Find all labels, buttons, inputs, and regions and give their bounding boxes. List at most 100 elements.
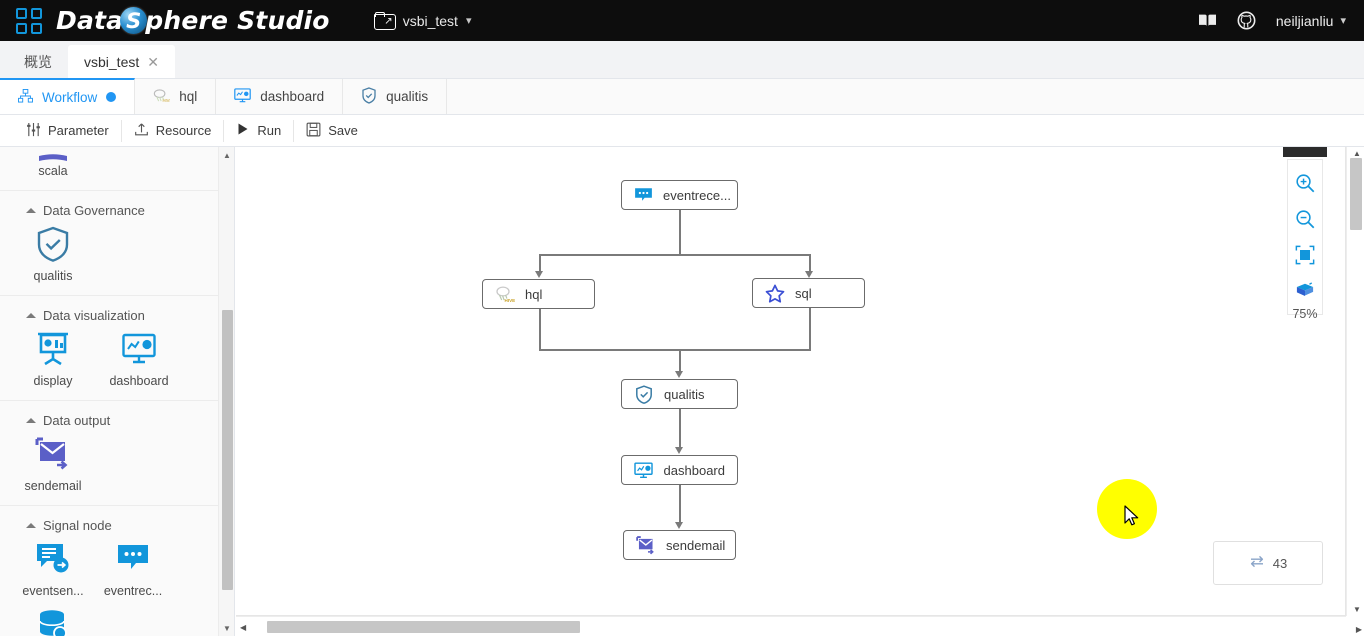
palette-item-dashboard[interactable]: dashboard xyxy=(104,331,174,388)
workflow-icon xyxy=(18,88,33,106)
tab-qualitis[interactable]: qualitis xyxy=(343,79,448,114)
scroll-left-arrow-icon[interactable]: ◀ xyxy=(240,623,247,632)
brand-suffix: phere Studio xyxy=(145,6,330,35)
grid-logo-icon[interactable] xyxy=(16,7,42,34)
node-label: dashboard xyxy=(663,462,725,478)
palette-item-eventreceive[interactable]: eventrec... xyxy=(98,541,168,598)
scroll-down-arrow-icon[interactable]: ▼ xyxy=(223,623,231,633)
workflow-canvas[interactable]: eventrece... HIVE hql sql qualitis xyxy=(236,147,1346,616)
button-label: Run xyxy=(257,123,282,138)
tab-dashboard[interactable]: dashboard xyxy=(216,79,344,114)
palette-group-header[interactable]: Signal node xyxy=(0,506,234,541)
event-send-icon xyxy=(35,541,71,577)
event-receive-icon xyxy=(115,541,151,577)
arrow-to-hql-icon xyxy=(535,271,543,278)
user-menu[interactable]: neiljianliu ▾ xyxy=(1276,13,1346,29)
chevron-down-icon: ▾ xyxy=(465,15,472,27)
canvas-tool-column xyxy=(1287,159,1323,315)
chevron-up-icon xyxy=(26,313,36,318)
workflow-node-eventreceive[interactable]: eventrece... xyxy=(621,180,738,210)
palette-item-datacheck[interactable]: datachec... xyxy=(18,608,88,636)
event-receive-icon xyxy=(634,185,653,205)
canvas-horizontal-scroll-thumb[interactable] xyxy=(267,621,580,633)
workflow-canvas-area[interactable]: eventrece... HIVE hql sql qualitis xyxy=(236,147,1364,636)
canvas-horizontal-scrollbar[interactable]: ◀ xyxy=(236,616,1346,636)
arrow-to-dashboard-icon xyxy=(675,447,683,454)
format-brush-icon[interactable] xyxy=(1294,280,1316,302)
tab-overview[interactable]: 概览 xyxy=(8,45,68,78)
palette-item-display[interactable]: display xyxy=(18,331,88,388)
palette-group-header[interactable]: Data output xyxy=(0,401,234,436)
floppy-icon xyxy=(306,122,321,140)
palette-group-title: Signal node xyxy=(43,518,112,533)
scroll-down-arrow-icon[interactable]: ▼ xyxy=(1353,605,1361,614)
palette-group-data-visualization: Data visualization display dashboard xyxy=(0,296,234,401)
book-icon[interactable] xyxy=(1198,13,1217,28)
palette-group-data-governance: Data Governance qualitis xyxy=(0,191,234,296)
swap-icon xyxy=(1249,555,1265,571)
palette-item-qualitis[interactable]: qualitis xyxy=(18,226,88,283)
save-button[interactable]: Save xyxy=(294,120,370,142)
zoom-out-icon[interactable] xyxy=(1294,208,1316,230)
tab-label: Workflow xyxy=(42,89,98,105)
close-icon[interactable]: ✕ xyxy=(147,53,159,70)
display-chart-icon xyxy=(35,331,71,367)
tab-hql[interactable]: HIVE hql xyxy=(135,79,217,114)
status-badge[interactable]: 43 xyxy=(1213,541,1323,585)
workflow-node-sendemail[interactable]: sendemail xyxy=(623,530,736,560)
palette-item-label: qualitis xyxy=(33,269,73,283)
brand-prefix: Data xyxy=(56,6,124,35)
tab-vsbi-test[interactable]: vsbi_test ✕ xyxy=(68,45,175,78)
scroll-up-arrow-icon[interactable]: ▲ xyxy=(223,150,231,160)
tab-label: 概览 xyxy=(24,53,52,70)
node-label: hql xyxy=(525,286,543,302)
send-email-icon xyxy=(636,535,656,555)
palette-item-sendemail[interactable]: sendemail xyxy=(18,436,88,493)
fit-screen-icon[interactable] xyxy=(1294,244,1316,266)
resource-button[interactable]: Resource xyxy=(122,119,225,142)
chevron-up-icon xyxy=(26,208,36,213)
palette-item-label: scala xyxy=(38,164,68,178)
edge-split-horizontal xyxy=(539,254,811,256)
mouse-cursor xyxy=(1124,505,1139,532)
canvas-vertical-scrollbar[interactable]: ▲ ▼ xyxy=(1346,147,1364,616)
upload-icon xyxy=(134,122,149,140)
click-highlight xyxy=(1097,479,1157,539)
send-email-icon xyxy=(35,436,71,472)
palette-group-header[interactable]: Data visualization xyxy=(0,296,234,331)
palette-item-scala[interactable]: scala xyxy=(18,147,88,178)
edge-dashboard-to-sendemail xyxy=(679,485,681,523)
shield-check-icon xyxy=(634,384,654,404)
workflow-node-dashboard[interactable]: dashboard xyxy=(621,455,738,485)
project-tab-bar: 概览 vsbi_test ✕ xyxy=(0,41,1364,79)
workflow-node-sql[interactable]: sql xyxy=(752,278,865,308)
sidebar-scrollbar[interactable]: ▲ ▼ xyxy=(218,147,234,636)
github-icon[interactable] xyxy=(1237,11,1256,30)
chevron-up-icon xyxy=(26,418,36,423)
run-button[interactable]: Run xyxy=(224,119,295,142)
workflow-node-hql[interactable]: HIVE hql xyxy=(482,279,595,309)
arrow-to-sql-icon xyxy=(805,271,813,278)
canvas-vertical-scroll-thumb[interactable] xyxy=(1350,158,1362,230)
node-palette-sidebar[interactable]: scala Data Governance qualitis Data visu… xyxy=(0,147,235,636)
parameter-button[interactable]: Parameter xyxy=(14,119,122,142)
palette-item-eventsend[interactable]: eventsen... xyxy=(18,541,88,598)
workflow-node-qualitis[interactable]: qualitis xyxy=(621,379,738,409)
button-label: Resource xyxy=(155,123,212,138)
palette-group-header[interactable]: Data Governance xyxy=(0,191,234,226)
user-name-label: neiljianliu xyxy=(1275,12,1334,29)
folder-icon: ↗ xyxy=(373,12,396,30)
node-label: sendemail xyxy=(666,537,726,553)
project-switcher[interactable]: ↗ vsbi_test ▾ xyxy=(373,12,472,30)
scroll-up-arrow-icon[interactable]: ▲ xyxy=(1353,149,1361,158)
scroll-right-arrow-icon[interactable]: ▶ xyxy=(1355,625,1362,634)
brand-sphere-icon: S xyxy=(120,7,148,34)
workflow-toolbar: Parameter Resource Run Save xyxy=(0,115,1364,147)
zoom-in-icon[interactable] xyxy=(1294,172,1316,194)
svg-text:HIVE: HIVE xyxy=(163,98,171,103)
tab-workflow[interactable]: Workflow xyxy=(0,78,136,114)
project-name: vsbi_test xyxy=(402,12,458,29)
sidebar-scroll-thumb[interactable] xyxy=(222,310,233,590)
